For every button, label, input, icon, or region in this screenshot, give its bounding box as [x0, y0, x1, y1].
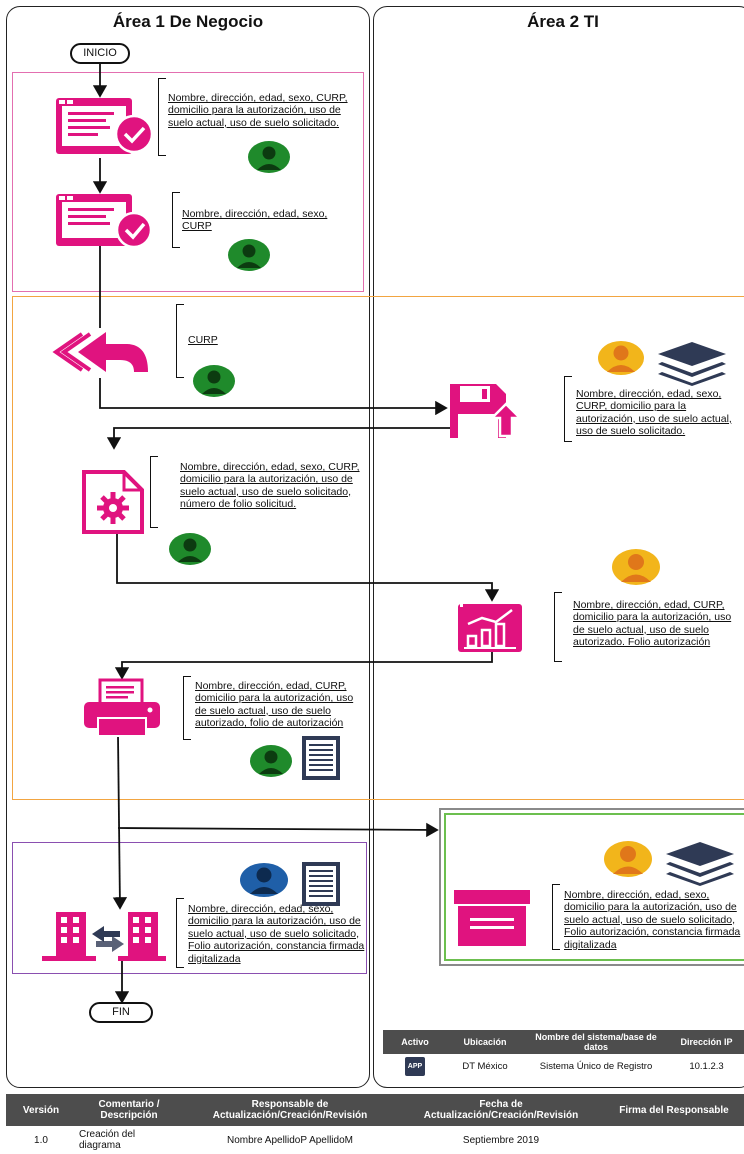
app-icon: APP — [404, 1057, 426, 1076]
chart-dashboard-icon — [456, 600, 524, 654]
annotation-note: Nombre, dirección, edad, sexo, CURP, dom… — [168, 92, 348, 129]
document-icon — [300, 734, 346, 782]
user-icon — [612, 548, 660, 586]
annotation-bracket — [554, 592, 562, 662]
group-archive-inner — [444, 813, 744, 961]
annotation-note: Nombre, dirección, edad, CURP, domicilio… — [573, 599, 732, 649]
annotation-bracket — [150, 456, 158, 528]
annotation-note: CURP — [188, 334, 218, 346]
asset-table-row: APP DT México Sistema Único de Registro … — [383, 1054, 744, 1079]
asset-table-header: Activo Ubicación Nombre del sistema/base… — [383, 1030, 744, 1054]
lane-business-title: Área 1 De Negocio — [112, 12, 264, 31]
version-comment: Creación del diagrama — [79, 1129, 136, 1151]
version-date: Septiembre 2019 — [462, 1134, 540, 1146]
asset-col-location: Ubicación — [447, 1030, 523, 1054]
asset-table: Activo Ubicación Nombre del sistema/base… — [383, 1030, 744, 1079]
version-table-header: Versión Comentario / Descripción Respons… — [6, 1094, 744, 1126]
asset-system: Sistema Único de Registro — [539, 1061, 653, 1072]
annotation-bracket — [158, 78, 166, 156]
user-icon — [604, 840, 652, 878]
user-icon — [250, 744, 292, 778]
document-gear-icon — [80, 470, 146, 534]
version-table-row: 1.0 Creación del diagrama Nombre Apellid… — [6, 1126, 744, 1154]
annotation-note: Nombre, dirección, edad, sexo, domicilio… — [564, 889, 741, 951]
version-col-signature: Firma del Responsable — [604, 1094, 744, 1126]
version-col-date: Fecha de Actualización/Creación/Revisión — [398, 1094, 604, 1126]
group-delivery — [12, 842, 367, 974]
lane-business — [6, 6, 370, 1088]
form-check-icon — [56, 96, 156, 158]
annotation-note: Nombre, dirección, edad, sexo, CURP — [182, 208, 328, 233]
buildings-exchange-icon — [42, 908, 166, 964]
version-responsible: Nombre ApellidoP ApellidoM — [226, 1134, 353, 1146]
lane-it-title: Área 2 TI — [527, 12, 599, 31]
annotation-note: Nombre, dirección, edad, sexo, CURP, dom… — [576, 388, 732, 438]
archive-box-icon — [452, 888, 532, 948]
asset-col-ip: Dirección IP — [669, 1030, 744, 1054]
lane-it — [373, 6, 744, 1088]
start-terminal: INICIO — [70, 43, 130, 64]
annotation-bracket — [564, 376, 572, 442]
annotation-bracket — [183, 676, 191, 740]
annotation-bracket — [552, 884, 560, 950]
annotation-note: Nombre, dirección, edad, sexo, CURP, dom… — [180, 461, 360, 511]
save-upload-icon — [448, 382, 526, 440]
version-table: Versión Comentario / Descripción Respons… — [6, 1094, 744, 1154]
annotation-bracket — [176, 898, 184, 968]
end-terminal: FIN — [89, 1002, 153, 1023]
annotation-bracket — [176, 304, 184, 378]
asset-location: DT México — [462, 1061, 508, 1072]
document-icon — [300, 860, 346, 908]
user-icon — [248, 140, 290, 174]
group-processing — [12, 296, 744, 800]
annotation-bracket — [172, 192, 180, 248]
version-value: 1.0 — [34, 1134, 48, 1146]
database-layers-icon — [664, 840, 736, 886]
asset-ip: 10.1.2.3 — [689, 1061, 724, 1072]
asset-col-system: Nombre del sistema/base de datos — [523, 1030, 669, 1054]
annotation-note: Nombre, dirección, edad, sexo, domicilio… — [188, 903, 365, 965]
user-icon — [193, 364, 235, 398]
version-col-responsible: Responsable de Actualización/Creación/Re… — [182, 1094, 398, 1126]
undo-arrow-icon — [48, 326, 153, 378]
user-icon — [169, 532, 211, 566]
database-layers-icon — [656, 340, 728, 386]
version-col-version: Versión — [6, 1094, 76, 1126]
group-archive-outer — [439, 808, 744, 966]
printer-icon — [82, 678, 162, 738]
user-icon — [240, 862, 288, 898]
annotation-note: Nombre, dirección, edad, CURP, domicilio… — [195, 680, 354, 730]
form-check-icon — [56, 192, 156, 250]
user-icon — [598, 340, 644, 376]
user-icon — [228, 238, 270, 272]
group-capture — [12, 72, 364, 292]
version-col-comment: Comentario / Descripción — [76, 1094, 182, 1126]
version-signature — [604, 1126, 744, 1154]
asset-col-active: Activo — [383, 1030, 447, 1054]
